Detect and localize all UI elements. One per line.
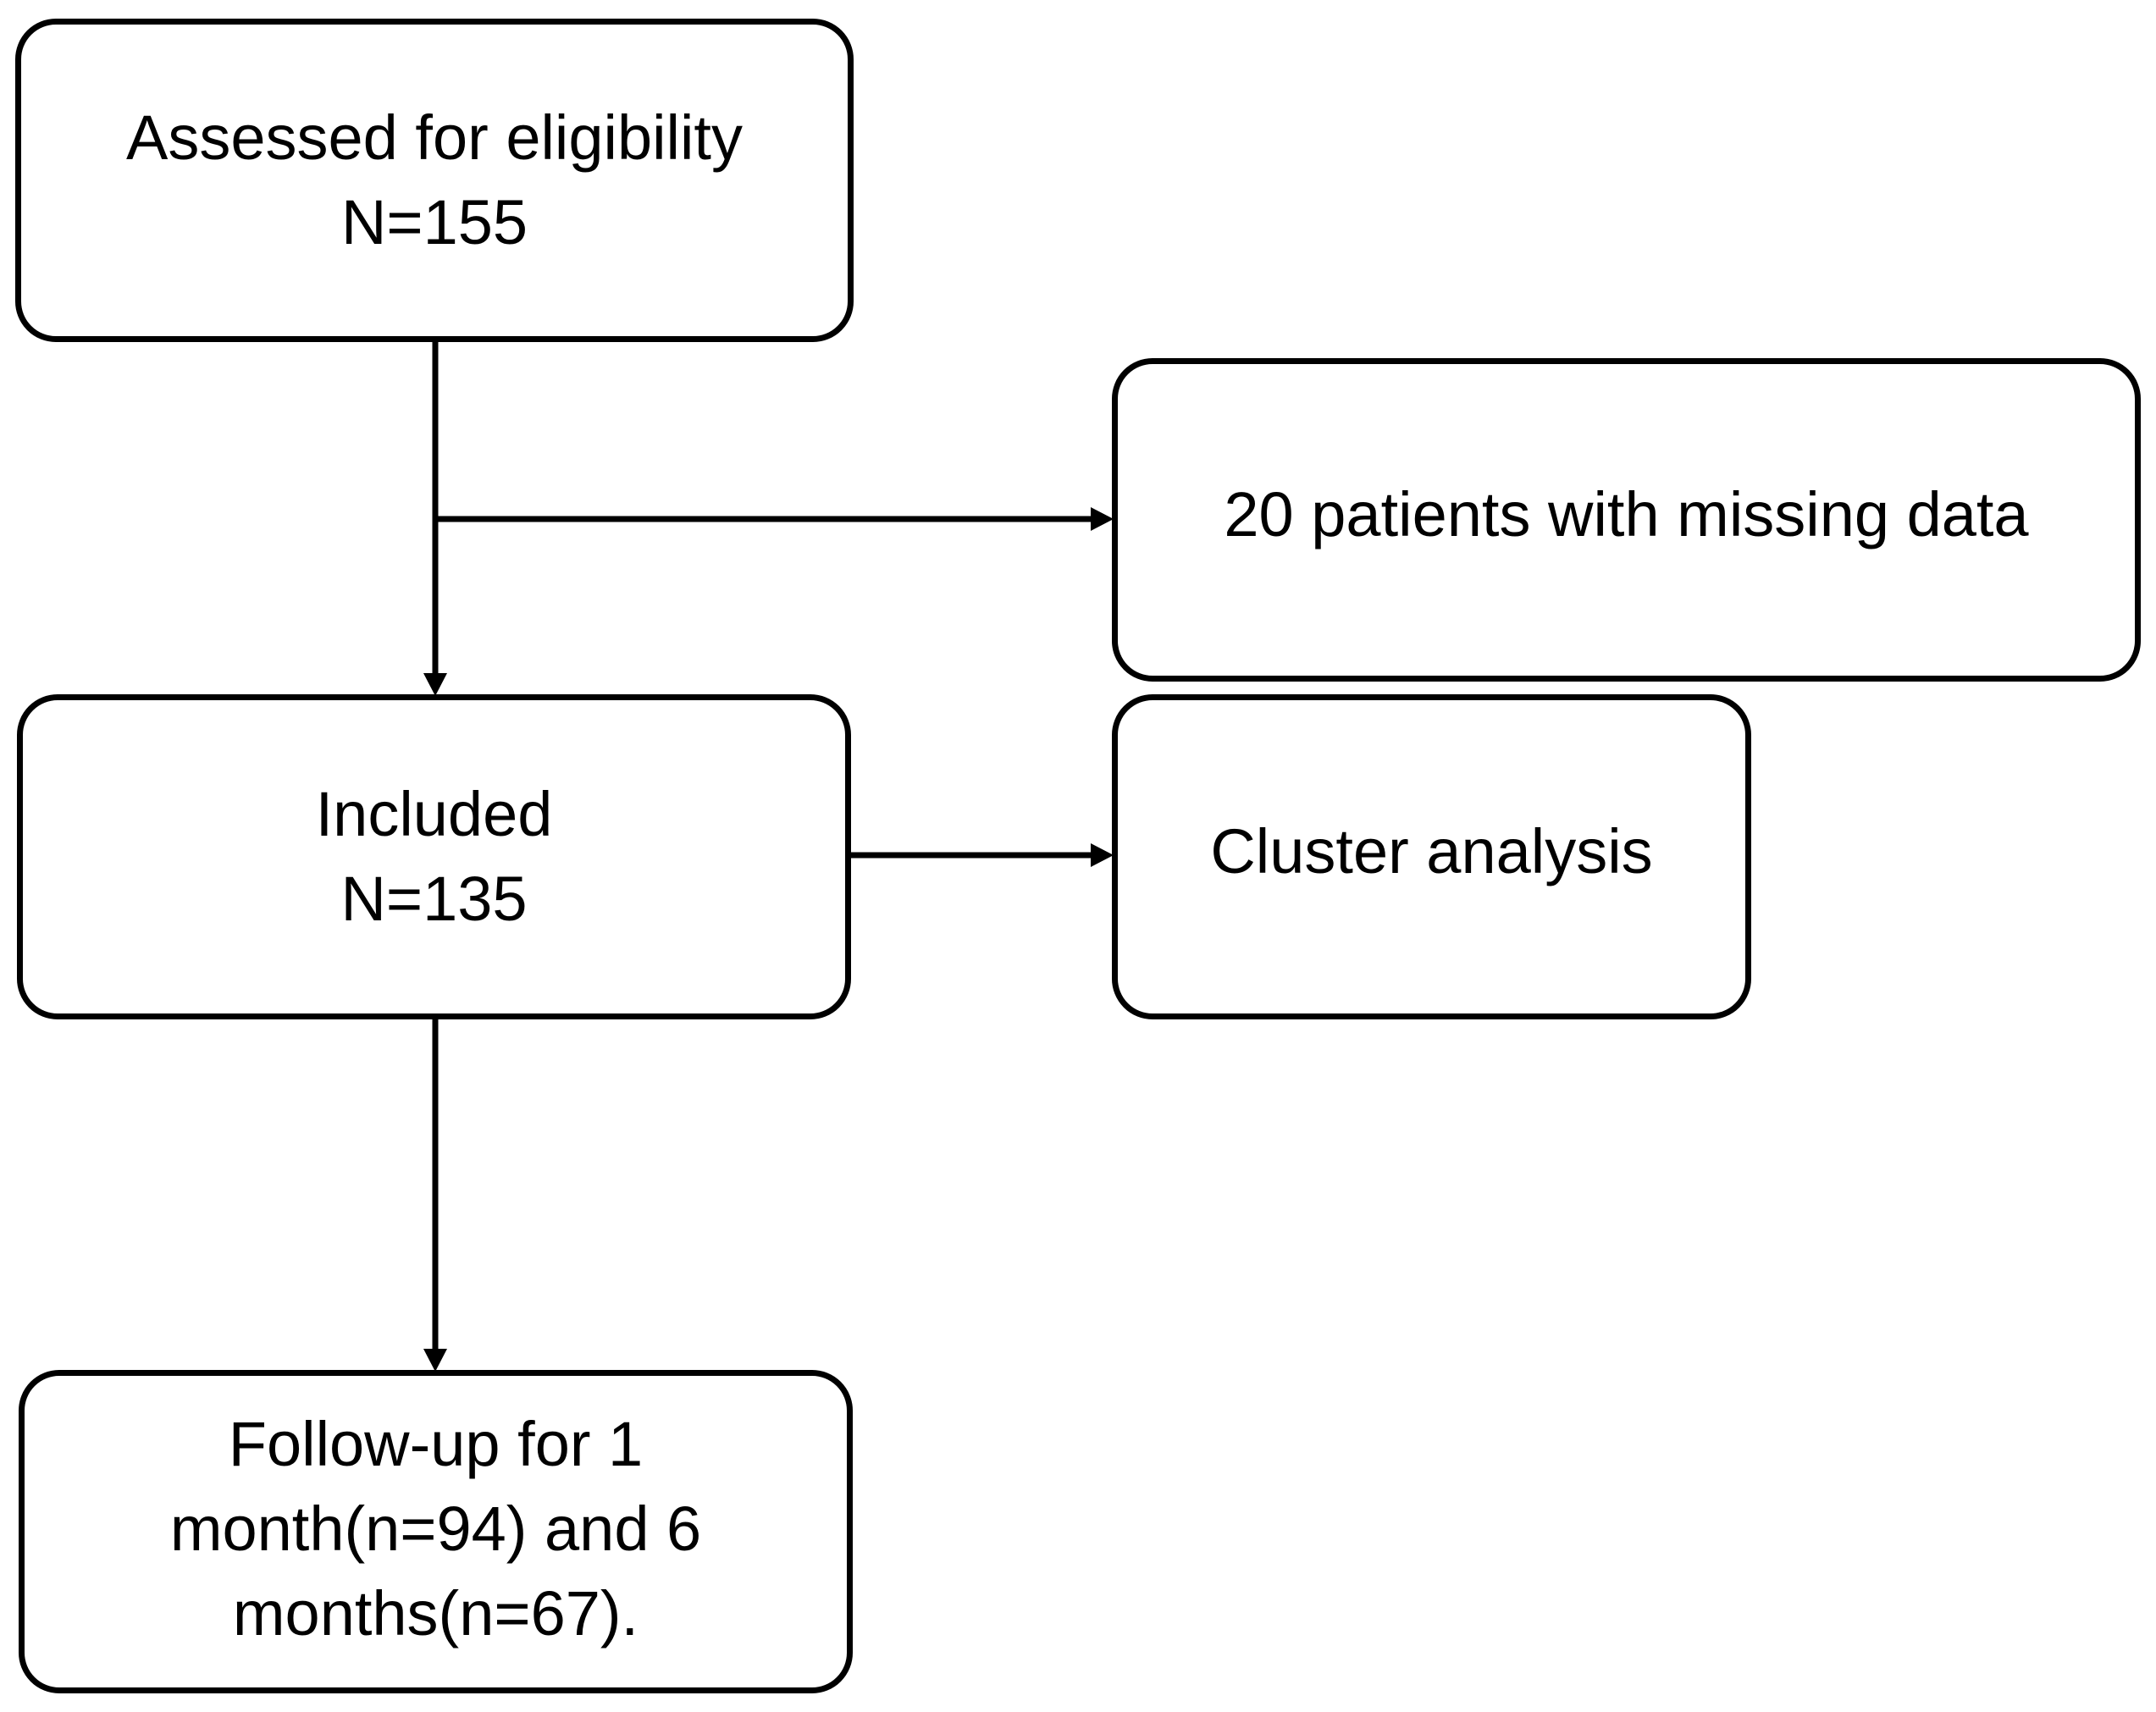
node-followup-line-1: Follow-up for 1 (228, 1409, 644, 1479)
node-follow-up: Follow-up for 1 month(n=94) and 6 months… (19, 1370, 853, 1693)
node-followup-line-3: months(n=67). (232, 1578, 639, 1648)
node-followup-line-2: month(n=94) and 6 (169, 1494, 702, 1564)
arrowhead-included-to-cluster (1091, 843, 1114, 867)
node-cluster-analysis: Cluster analysis (1112, 694, 1751, 1019)
node-assessed-for-eligibility: Assessed for eligibility N=155 (15, 19, 854, 342)
node-missing-data: 20 patients with missing data (1112, 358, 2141, 682)
node-assessed-count: N=155 (340, 187, 528, 257)
arrowhead-assessed-to-included (423, 673, 447, 696)
node-missing-label: 20 patients with missing data (1224, 479, 2029, 549)
arrowhead-assessed-to-missing (1091, 507, 1114, 531)
node-assessed-label: Assessed for eligibility (126, 102, 743, 173)
node-included: Included N=135 (17, 694, 851, 1019)
node-cluster-label: Cluster analysis (1210, 816, 1653, 886)
arrowhead-included-to-followup (423, 1349, 447, 1372)
node-included-count: N=135 (340, 864, 528, 934)
node-included-label: Included (315, 779, 553, 849)
